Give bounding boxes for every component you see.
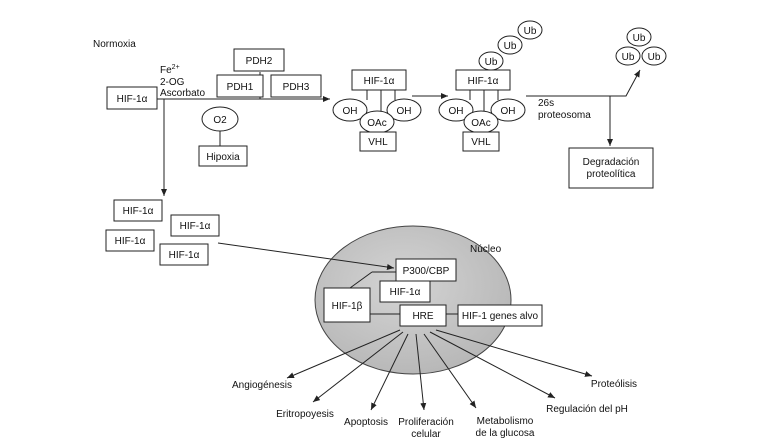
svg-text:PDH3: PDH3 (283, 82, 310, 93)
svg-text:proteolítica: proteolítica (587, 169, 636, 180)
complex1-oh-right (386, 98, 422, 122)
2og-label: 2-OG (160, 77, 185, 88)
nucleus-label: Núcleo (470, 244, 502, 255)
svg-text:HIF-1 genes alvo: HIF-1 genes alvo (462, 311, 539, 322)
hipoxia-box: Hipoxia (198, 145, 248, 167)
genes-box: HIF-1 genes alvo (457, 304, 543, 327)
ub-3 (517, 20, 543, 40)
svg-text:Ub: Ub (648, 52, 661, 63)
proteosome-label-1: 26s (538, 98, 554, 109)
svg-text:PDH2: PDH2 (246, 56, 273, 67)
complex2-oh-right (490, 98, 526, 122)
normoxia-label: Normoxia (93, 39, 136, 50)
complex-ubiquitinated: HIF-1α OH OH OAc VHL Ub Ub Ub (438, 20, 543, 152)
hif1a-box-acc-3: HIF-1α (105, 229, 155, 252)
svg-text:HIF-1α: HIF-1α (123, 206, 154, 217)
hif1a-box-acc-4: HIF-1α (159, 243, 209, 266)
ascorbato-label: Ascorbato (160, 88, 205, 99)
pdh3-box: PDH3 (270, 74, 322, 98)
outcome-metabolism-1: Metabolismo (477, 416, 534, 427)
svg-text:Hipoxia: Hipoxia (206, 152, 240, 163)
hre-box: HRE (399, 304, 447, 327)
proteosome-label-2: proteosoma (538, 110, 591, 121)
outcome-apoptosis: Apoptosis (344, 417, 388, 428)
ub-release-arrow (526, 69, 641, 97)
complex2-oh-left (438, 98, 474, 122)
angiogenesis-arrow (286, 329, 401, 379)
outcome-proliferation-2: celular (411, 429, 441, 440)
svg-text:HIF-1α: HIF-1α (390, 287, 421, 298)
svg-text:HIF-1α: HIF-1α (117, 94, 148, 105)
svg-text:HIF-1α: HIF-1α (468, 76, 499, 87)
outcome-metabolism-2: de la glucosa (476, 428, 535, 439)
fe2-label: Fe2+ (160, 64, 180, 76)
metabolism-arrow (423, 333, 477, 409)
svg-text:OH: OH (501, 106, 516, 117)
ub-2 (497, 35, 523, 55)
complex1-oh-left (332, 98, 368, 122)
svg-text:Degradación: Degradación (583, 157, 640, 168)
pdh1-box: PDH1 (216, 74, 264, 98)
p300-box: P300/CBP (395, 258, 457, 282)
proteolysis-arrow (435, 329, 593, 377)
svg-text:HIF-1α: HIF-1α (169, 250, 200, 261)
degradation-box: Degradación proteolítica (568, 147, 654, 189)
erythropoiesis-arrow (312, 331, 404, 403)
nucleus-hif1a-box: HIF-1α (379, 280, 431, 303)
hif1b-p300-connector (349, 271, 373, 289)
svg-text:VHL: VHL (471, 137, 491, 148)
svg-text:OH: OH (397, 106, 412, 117)
free-ub-cluster: Ub Ub Ub (615, 27, 667, 66)
complex2-hif1a-box (455, 69, 511, 91)
svg-text:HIF-1α: HIF-1α (115, 236, 146, 247)
proliferation-arrow (415, 333, 427, 411)
svg-text:PDH1: PDH1 (227, 82, 254, 93)
complex2-vhl-box (462, 131, 500, 152)
hif1a-box-main: HIF-1α (106, 86, 158, 110)
nuclear-import-arrow (217, 242, 395, 270)
outcome-angiogenesis: Angiogénesis (232, 380, 292, 391)
svg-text:HRE: HRE (412, 311, 433, 322)
svg-text:OAc: OAc (367, 118, 386, 129)
svg-text:Ub: Ub (633, 33, 646, 44)
svg-text:Ub: Ub (485, 57, 498, 68)
outcome-ph-regulation: Regulación del pH (546, 404, 628, 415)
svg-text:VHL: VHL (368, 137, 388, 148)
outcome-proliferation-1: Proliferación (398, 417, 454, 428)
pdh2-box: PDH2 (233, 48, 285, 72)
svg-text:OAc: OAc (471, 118, 490, 129)
svg-text:Ub: Ub (622, 52, 635, 63)
svg-text:HIF-1α: HIF-1α (180, 221, 211, 232)
apoptosis-arrow (370, 333, 409, 411)
complex1-hif1a-box (351, 69, 407, 91)
complex-hydroxylated: HIF-1α OH OH OAc VHL (332, 69, 422, 152)
outcome-erythropoiesis: Eritropoyesis (276, 409, 334, 420)
svg-text:HIF-1β: HIF-1β (332, 301, 363, 312)
ph-arrow (429, 331, 556, 399)
svg-text:O2: O2 (213, 115, 227, 126)
svg-text:OH: OH (449, 106, 464, 117)
complex1-vhl-box (359, 131, 397, 152)
o2-ellipse: O2 (201, 106, 239, 132)
svg-text:Ub: Ub (504, 41, 517, 52)
svg-text:P300/CBP: P300/CBP (403, 266, 450, 277)
hif1b-box: HIF-1β (323, 287, 371, 323)
hif1a-box-acc-2: HIF-1α (170, 214, 220, 237)
svg-text:Ub: Ub (524, 26, 537, 37)
svg-text:OH: OH (343, 106, 358, 117)
ub-1 (478, 51, 504, 71)
svg-text:HIF-1α: HIF-1α (364, 76, 395, 87)
hif1a-box-acc-1: HIF-1α (113, 199, 163, 222)
outcome-proteolysis: Proteólisis (591, 379, 637, 390)
